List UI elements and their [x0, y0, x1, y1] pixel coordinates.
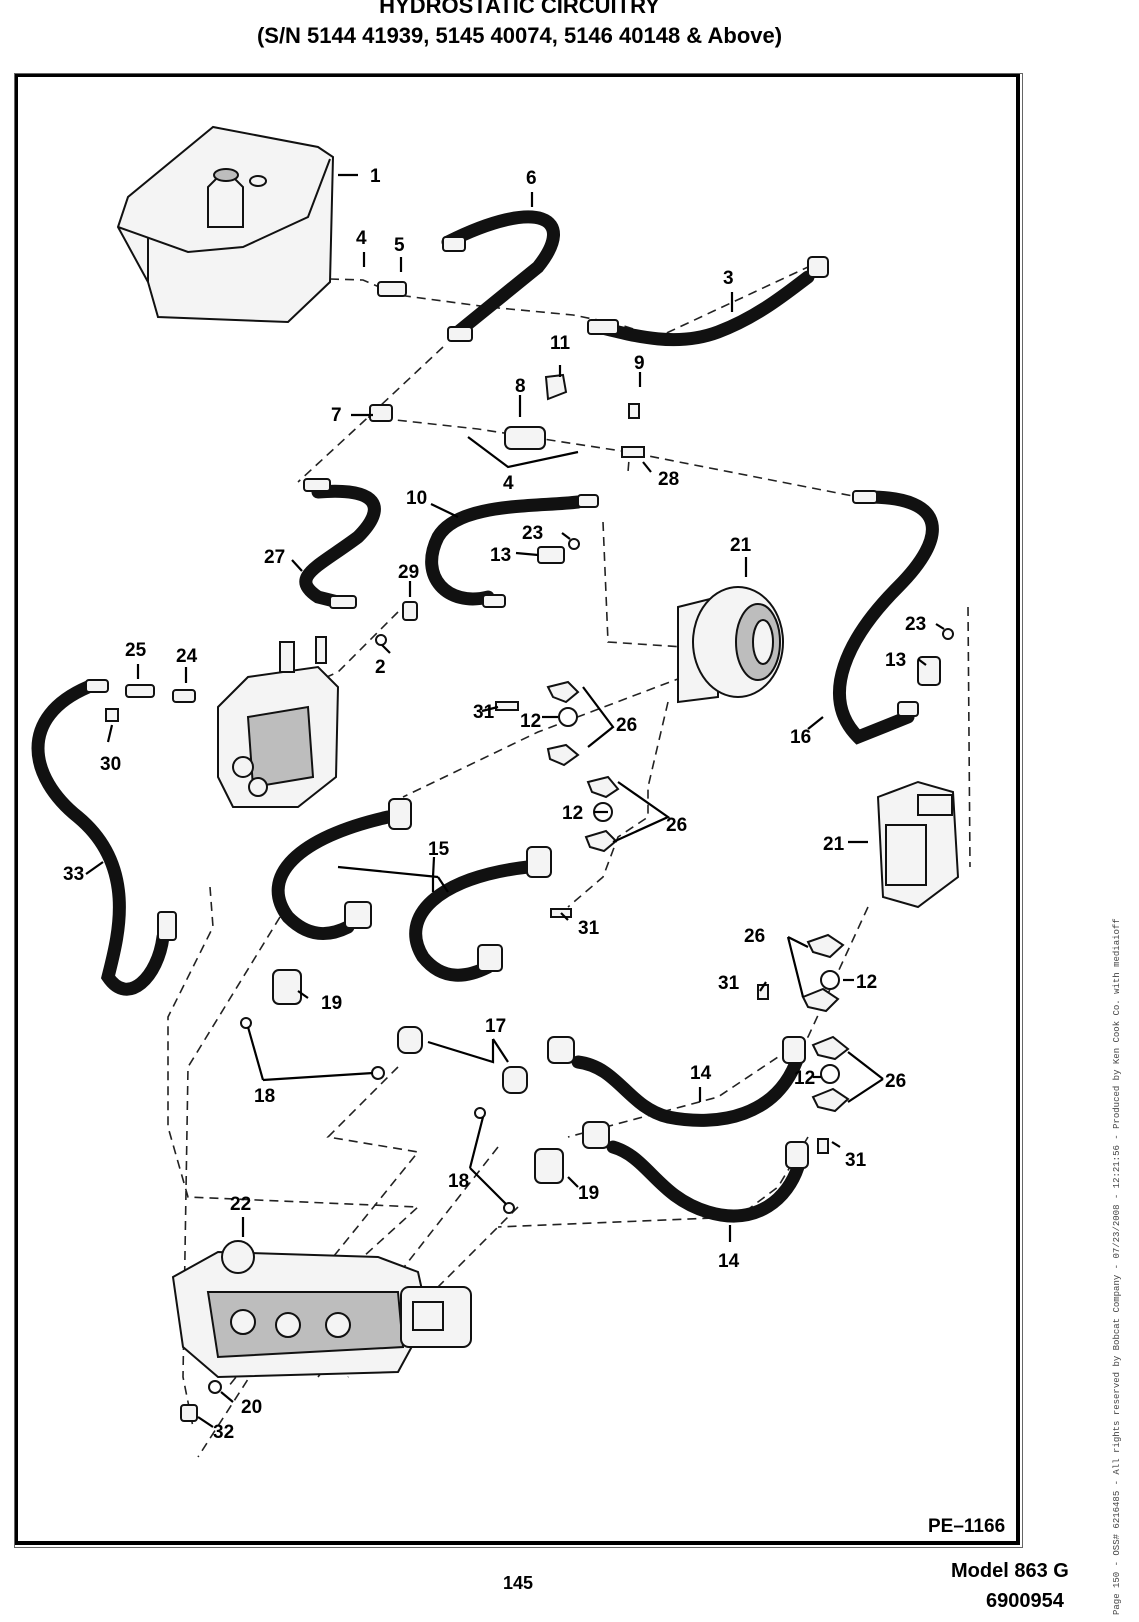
callout-18-b: 18: [448, 1171, 469, 1192]
drawing-code: PE–1166: [928, 1516, 1006, 1537]
callout-33: 33: [63, 864, 84, 885]
callout-12-d: 12: [794, 1068, 815, 1089]
callout-4-upper: 4: [356, 228, 367, 249]
callout-31-b: 31: [578, 918, 600, 939]
page-title: HYDROSTATIC CIRCUITRY: [379, 0, 660, 18]
drive-motor-lower: [876, 780, 960, 909]
callout-19-a: 19: [321, 993, 342, 1014]
callout-26-a: 26: [616, 715, 637, 736]
fittings: [85, 236, 954, 1422]
callout-16: 16: [790, 727, 811, 748]
callout-10: 10: [406, 488, 427, 509]
callout-7: 7: [331, 405, 342, 426]
callout-17: 17: [485, 1016, 506, 1037]
callout-5: 5: [394, 235, 405, 256]
callout-32: 32: [213, 1422, 234, 1443]
control-valve: [217, 636, 340, 808]
callout-19-b: 19: [578, 1183, 599, 1204]
hose-14-b: [606, 1140, 805, 1223]
callout-12-a: 12: [520, 711, 541, 732]
callout-25: 25: [125, 640, 147, 661]
callout-14-a: 14: [690, 1063, 712, 1084]
callout-29: 29: [398, 562, 419, 583]
drive-motor-upper: [677, 586, 784, 704]
callout-14-b: 14: [718, 1251, 740, 1272]
hose-33: [31, 680, 170, 996]
callout-8: 8: [515, 376, 526, 397]
callout-31-a: 31: [473, 702, 495, 723]
diagram-frame-outline: [14, 73, 1023, 1548]
diagram-frame: [14, 73, 1020, 1545]
callout-1: 1: [370, 166, 381, 187]
callout-23-a: 23: [522, 523, 543, 544]
callout-23-b: 23: [905, 614, 926, 635]
hose-15-a: [271, 810, 395, 941]
callout-15: 15: [428, 839, 450, 860]
callout-24: 24: [176, 646, 198, 667]
hose-15-b: [409, 860, 535, 982]
callout-13-b: 13: [885, 650, 906, 671]
callout-6: 6: [526, 168, 537, 189]
hose-3: [591, 270, 815, 347]
callout-26-b: 26: [666, 815, 687, 836]
hydrostatic-pump: [171, 1240, 472, 1379]
callout-numbers: 1 2 3 4 4 5 6 7 8 9 10 11 12 12 12 12 13…: [63, 166, 926, 1443]
callout-28: 28: [658, 469, 679, 490]
dashed-assembly-lines: [167, 266, 971, 1458]
hose-10: [425, 495, 585, 606]
callout-3: 3: [723, 268, 734, 289]
callout-4-lower: 4: [503, 473, 514, 494]
hydraulic-tank: [116, 125, 335, 324]
page-subtitle: (S/N 5144 41939, 5145 40074, 5146 40148 …: [256, 23, 783, 48]
callout-13-a: 13: [490, 545, 511, 566]
callout-12-c: 12: [856, 972, 877, 993]
manual-number: 6900954: [986, 1590, 1064, 1612]
hose-27: [299, 484, 381, 609]
callout-26-c: 26: [744, 926, 765, 947]
callout-12-b: 12: [562, 803, 583, 824]
model-label: Model 863 G: [951, 1560, 1069, 1582]
callout-11: 11: [550, 333, 571, 354]
callout-2: 2: [375, 657, 386, 678]
callout-26-d: 26: [885, 1071, 906, 1092]
callout-27: 27: [264, 547, 285, 568]
callout-21-upper: 21: [730, 535, 752, 556]
hose-14-a: [571, 1050, 805, 1127]
callout-30: 30: [100, 754, 121, 775]
callout-22: 22: [230, 1194, 251, 1215]
page-number: 145: [503, 1573, 534, 1593]
callout-31-d: 31: [845, 1150, 867, 1171]
copyright-side-note: Page 150 - OSS# 6216485 - All rights res…: [1112, 918, 1122, 1615]
callout-31-c: 31: [718, 973, 740, 994]
hose-6: [441, 210, 560, 339]
hose-16: [833, 490, 939, 745]
hoses: [31, 210, 939, 1223]
exploded-parts-diagram: 1 2 3 4 4 5 6 7 8 9 10 11 12 12 12 12 13…: [31, 125, 971, 1458]
callout-20: 20: [241, 1397, 262, 1418]
callout-9: 9: [634, 353, 645, 374]
leader-lines: [85, 173, 945, 1428]
callout-18-a: 18: [254, 1086, 275, 1107]
callout-21-lower: 21: [823, 834, 845, 855]
